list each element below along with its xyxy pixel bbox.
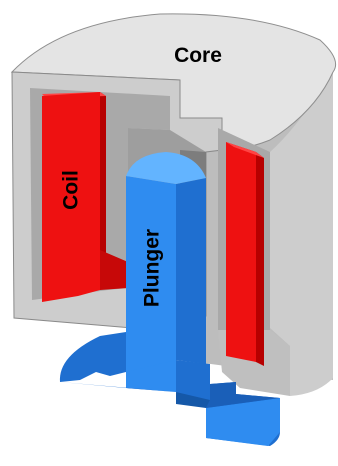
plunger-top: [126, 152, 206, 184]
plunger-label: Plunger: [141, 229, 164, 307]
plunger-shaft-front: [126, 176, 176, 372]
coil-left: [42, 92, 128, 302]
coil-left-front: [42, 92, 100, 302]
coil-label: Coil: [60, 170, 83, 210]
plunger-flange: [59, 332, 127, 382]
plunger: [59, 152, 280, 446]
coil-right-side: [256, 152, 264, 366]
coil-left-side: [100, 92, 106, 290]
core-outer-face: [270, 70, 333, 396]
coil-left-inner: [100, 250, 128, 290]
core-label: Core: [174, 44, 222, 67]
coil-right-top: [226, 142, 264, 158]
plunger-base-front: [206, 398, 280, 446]
core-top-face: [10, 13, 337, 151]
plunger-base-step: [206, 382, 280, 408]
coil-right: [226, 142, 264, 366]
plunger-flange-notch: [176, 392, 210, 408]
coil-right-front: [226, 142, 256, 362]
plunger-shaft-side: [176, 178, 206, 364]
